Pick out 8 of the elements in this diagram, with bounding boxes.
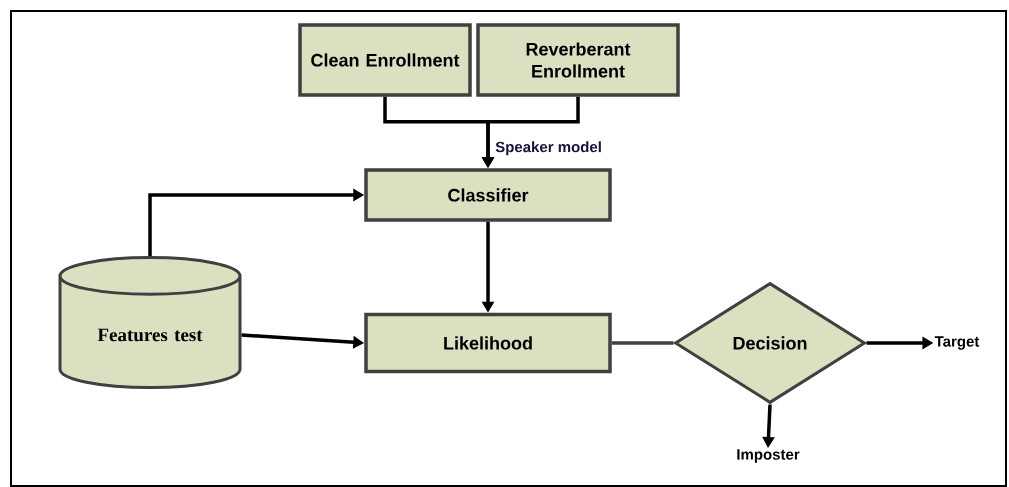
outcome-label: Target	[934, 336, 980, 350]
process-box: Clean Enrollment	[298, 23, 472, 97]
edge-label: Speaker model	[495, 141, 601, 156]
outcome-label: Imposter	[737, 449, 800, 463]
database-cylinder: Features test	[58, 256, 242, 390]
process-box: Likelihood	[364, 312, 612, 374]
process-box: Classifier	[364, 168, 612, 222]
process-box: Reverberant Enrollment	[476, 23, 680, 97]
